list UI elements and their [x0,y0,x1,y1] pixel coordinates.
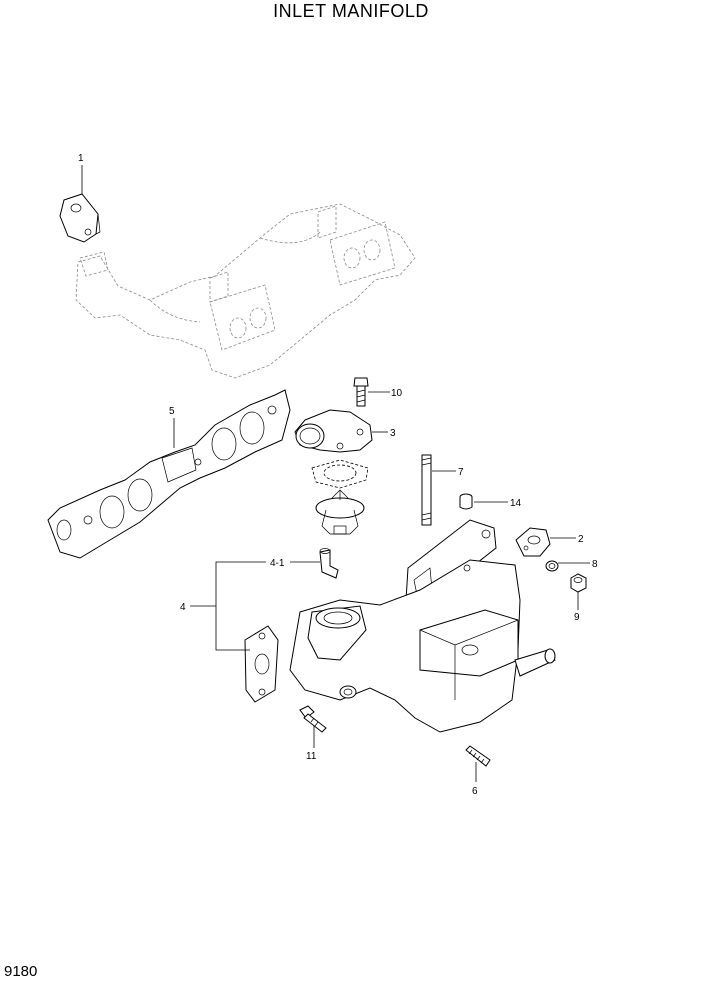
part-14-plug [459,493,473,510]
page-title: INLET MANIFOLD [273,1,429,21]
part-3-thermostat-housing [294,409,373,453]
callout-5: 5 [169,406,175,417]
reference-exhaust-manifold-ghost [75,203,416,379]
callout-10: 10 [391,388,403,399]
part-4-inlet-manifold [244,519,556,733]
callout-4-1: 4-1 [270,558,285,569]
part-10-bolt [353,377,369,407]
part-4-1-elbow-pipe [319,548,339,579]
part-6-stud [465,745,491,767]
callout-14: 14 [510,498,522,509]
part-8-washer [545,560,559,572]
callout-8: 8 [592,559,598,570]
callout-1: 1 [78,153,84,164]
callout-7: 7 [458,467,464,478]
thermostat-gasket [311,459,369,489]
part-11-bolt [299,705,327,733]
part-7-stud [421,454,432,526]
callout-2: 2 [578,534,584,545]
callout-3: 3 [390,428,396,439]
part-9-nut [570,573,587,593]
callout-4: 4 [180,602,186,613]
callout-11: 11 [306,751,317,762]
part-2-gasket-plate [515,527,551,557]
part-5-manifold-gasket [47,389,291,559]
callout-9: 9 [574,612,580,623]
part-1-flange-plate [59,193,101,243]
thermostat [315,489,365,535]
page-code: 9180 [4,963,38,980]
callout-6: 6 [472,786,478,797]
